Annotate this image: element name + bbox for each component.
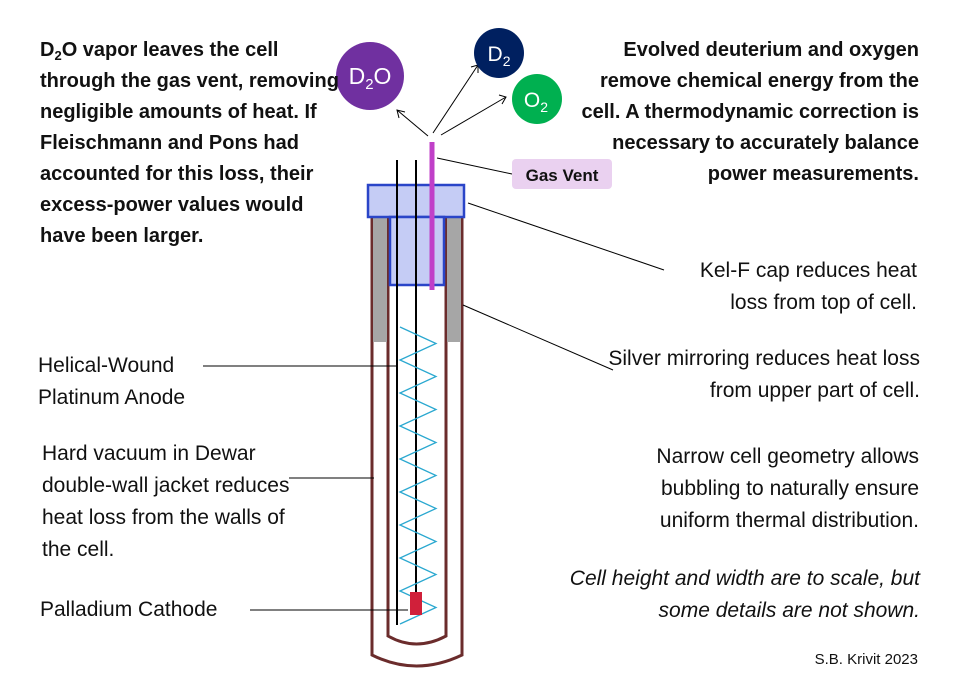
narrow-geometry-label: Narrow cell geometry allows bubbling to … [656, 445, 919, 532]
arrow-to-d2 [432, 64, 479, 134]
palladium-cathode [410, 592, 422, 615]
o2-molecule-label: O2 [524, 89, 548, 115]
anode-label: Helical-Wound Platinum Anode [38, 354, 186, 409]
gas-vent-label-box [512, 159, 612, 189]
o2-molecule-icon [512, 74, 562, 124]
silver-mirror-right [447, 217, 461, 342]
arrow-to-o2 [440, 96, 507, 136]
kelf-leader [467, 202, 665, 271]
gas-vent-leader [436, 157, 513, 175]
silver-mirroring-label: Silver mirroring reduces heat loss from … [608, 347, 920, 402]
dewar-outer-wall [370, 217, 464, 668]
kelf-cap-label: Kel-F cap reduces heat loss from top of … [699, 259, 917, 314]
vacuum-label: Hard vacuum in Dewar double-wall jacket … [42, 442, 290, 561]
d2-molecule-label: D2 [488, 43, 511, 69]
d2o-molecule-icon [336, 42, 404, 110]
d2o-molecule-label: D2O [349, 63, 392, 93]
silver-mirror-left [373, 217, 387, 342]
helical-platinum-anode [398, 326, 438, 625]
dewar-inner-wall [386, 217, 448, 646]
scale-note: Cell height and width are to scale, but … [569, 567, 920, 622]
gas-vent-label: Gas Vent [526, 166, 599, 185]
deuterium-oxygen-note: Evolved deuterium and oxygen remove chem… [581, 39, 919, 185]
arrow-to-d2o [396, 109, 429, 137]
silver-leader [462, 304, 614, 371]
cathode-label: Palladium Cathode [40, 598, 218, 621]
credit-text: S.B. Krivit 2023 [814, 651, 918, 668]
d2o-vapor-note: D2O vapor leaves the cell through the ga… [40, 39, 339, 247]
d2-molecule-icon [474, 28, 524, 78]
